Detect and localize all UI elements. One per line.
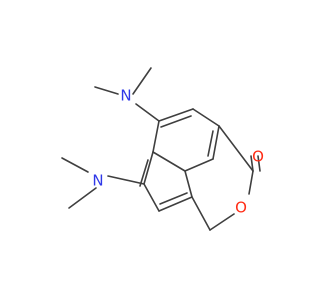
bond-upper-methyl-left — [94, 86, 119, 95]
carbonyl-oxygen-label: O — [252, 148, 264, 166]
bond-lactone-3 — [248, 170, 254, 195]
molecule-structure: N N O O — [61, 67, 264, 231]
bond-ring-right-1 — [212, 125, 220, 160]
bond-ring-top-1 — [158, 108, 194, 122]
bond-upper-methyl-right — [132, 67, 152, 95]
bond-lactone-2 — [209, 213, 235, 231]
bond-group — [61, 67, 261, 231]
bond-ring-lower-2 — [143, 183, 160, 212]
bond-lower-amine-ring — [107, 175, 145, 185]
bond-lower-methyl-bottom — [68, 187, 97, 209]
bond-ring-lower-4 — [184, 170, 193, 198]
lower-nitrogen-label: N — [92, 172, 103, 190]
bond-ring-shared-3 — [184, 158, 214, 172]
bond-ring-top-1-inner — [160, 115, 192, 128]
bond-carbonyl-2 — [257, 155, 261, 172]
bond-ring-top-2 — [192, 108, 220, 127]
upper-nitrogen-label: N — [120, 87, 131, 105]
molecule-canvas: N N O O — [61, 67, 264, 231]
bond-ring-lower-3 — [158, 196, 193, 212]
bond-ring-lower-3-inner — [159, 192, 188, 205]
bond-lower-methyl-top — [61, 157, 89, 173]
bond-ring-right-1-inner — [207, 130, 214, 157]
bond-upper-amine-ring — [135, 103, 160, 122]
ring-oxygen-label: O — [235, 199, 247, 217]
bond-lactone-1 — [191, 196, 211, 231]
bond-ring-shared-1 — [152, 120, 160, 153]
bond-carbonyl-1 — [250, 155, 254, 172]
bond-ring-lower-1-inner — [139, 159, 149, 187]
bond-lactone-4 — [218, 125, 254, 172]
bond-ring-lower-1 — [143, 151, 154, 185]
bond-ring-shared-2 — [152, 151, 186, 172]
